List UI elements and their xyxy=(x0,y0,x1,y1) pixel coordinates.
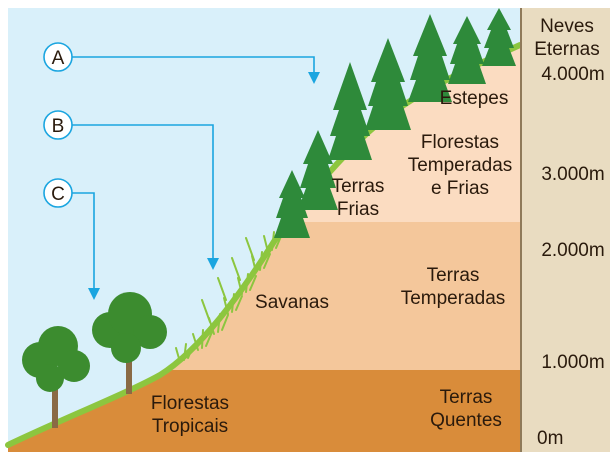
scale-tick-2000: 2.000m xyxy=(541,240,604,261)
arrowhead-c xyxy=(88,288,100,300)
scale-top-label-line2: Eternas xyxy=(534,39,599,60)
arrowhead-b xyxy=(207,258,219,270)
label-estepes: Estepes xyxy=(440,88,509,109)
marker-b: B xyxy=(43,110,73,140)
pine-tree-icon xyxy=(274,8,516,238)
label-florestas-tropicais-line2: Tropicais xyxy=(152,416,228,437)
altitude-scale-column xyxy=(520,8,610,452)
label-terras-frias-line1: Terras xyxy=(332,176,385,197)
broadleaf-tree-icon xyxy=(22,292,167,428)
scale-tick-3000: 3.000m xyxy=(541,164,604,185)
label-florestas-tropicais-line1: Florestas xyxy=(151,393,229,414)
label-savanas: Savanas xyxy=(255,292,329,313)
arrowhead-a xyxy=(308,72,320,84)
label-florestas-temperadas-line2: Temperadas xyxy=(408,155,513,176)
label-terras-quentes-line2: Quentes xyxy=(430,410,502,431)
marker-a-label: A xyxy=(52,48,65,69)
label-florestas-temperadas-line3: e Frias xyxy=(431,178,489,199)
label-terras-frias-line2: Frias xyxy=(337,199,379,220)
marker-b-label: B xyxy=(52,116,65,137)
marker-c-label: C xyxy=(51,184,65,205)
marker-arrows xyxy=(72,56,315,290)
scale-top-label-line1: Neves xyxy=(540,16,594,37)
marker-a: A xyxy=(43,42,73,72)
zone-labels: Estepes Florestas Temperadas e Frias Ter… xyxy=(151,88,512,437)
scale-tick-0: 0m xyxy=(537,428,563,449)
scale-tick-4000: 4.000m xyxy=(541,64,604,85)
marker-arrowheads xyxy=(88,72,320,300)
grass-tuft-icon xyxy=(175,231,283,363)
label-terras-temperadas-line2: Temperadas xyxy=(401,288,506,309)
scale-tick-1000: 1.000m xyxy=(541,352,604,373)
label-terras-temperadas-line1: Terras xyxy=(427,265,480,286)
marker-c: C xyxy=(43,178,73,208)
altitude-scale: Neves Eternas 4.000m 3.000m 2.000m 1.000… xyxy=(534,16,604,449)
label-terras-quentes-line1: Terras xyxy=(440,387,493,408)
mountain-slope-outline xyxy=(5,42,523,448)
label-florestas-temperadas-line1: Florestas xyxy=(421,132,499,153)
